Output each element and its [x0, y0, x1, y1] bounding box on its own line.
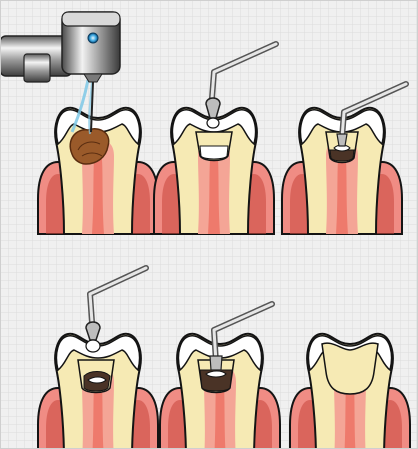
restored-filling: [322, 343, 378, 394]
step-restored-tooth: [290, 334, 410, 449]
light-icon: [88, 33, 98, 43]
liner-drop: [207, 118, 219, 128]
